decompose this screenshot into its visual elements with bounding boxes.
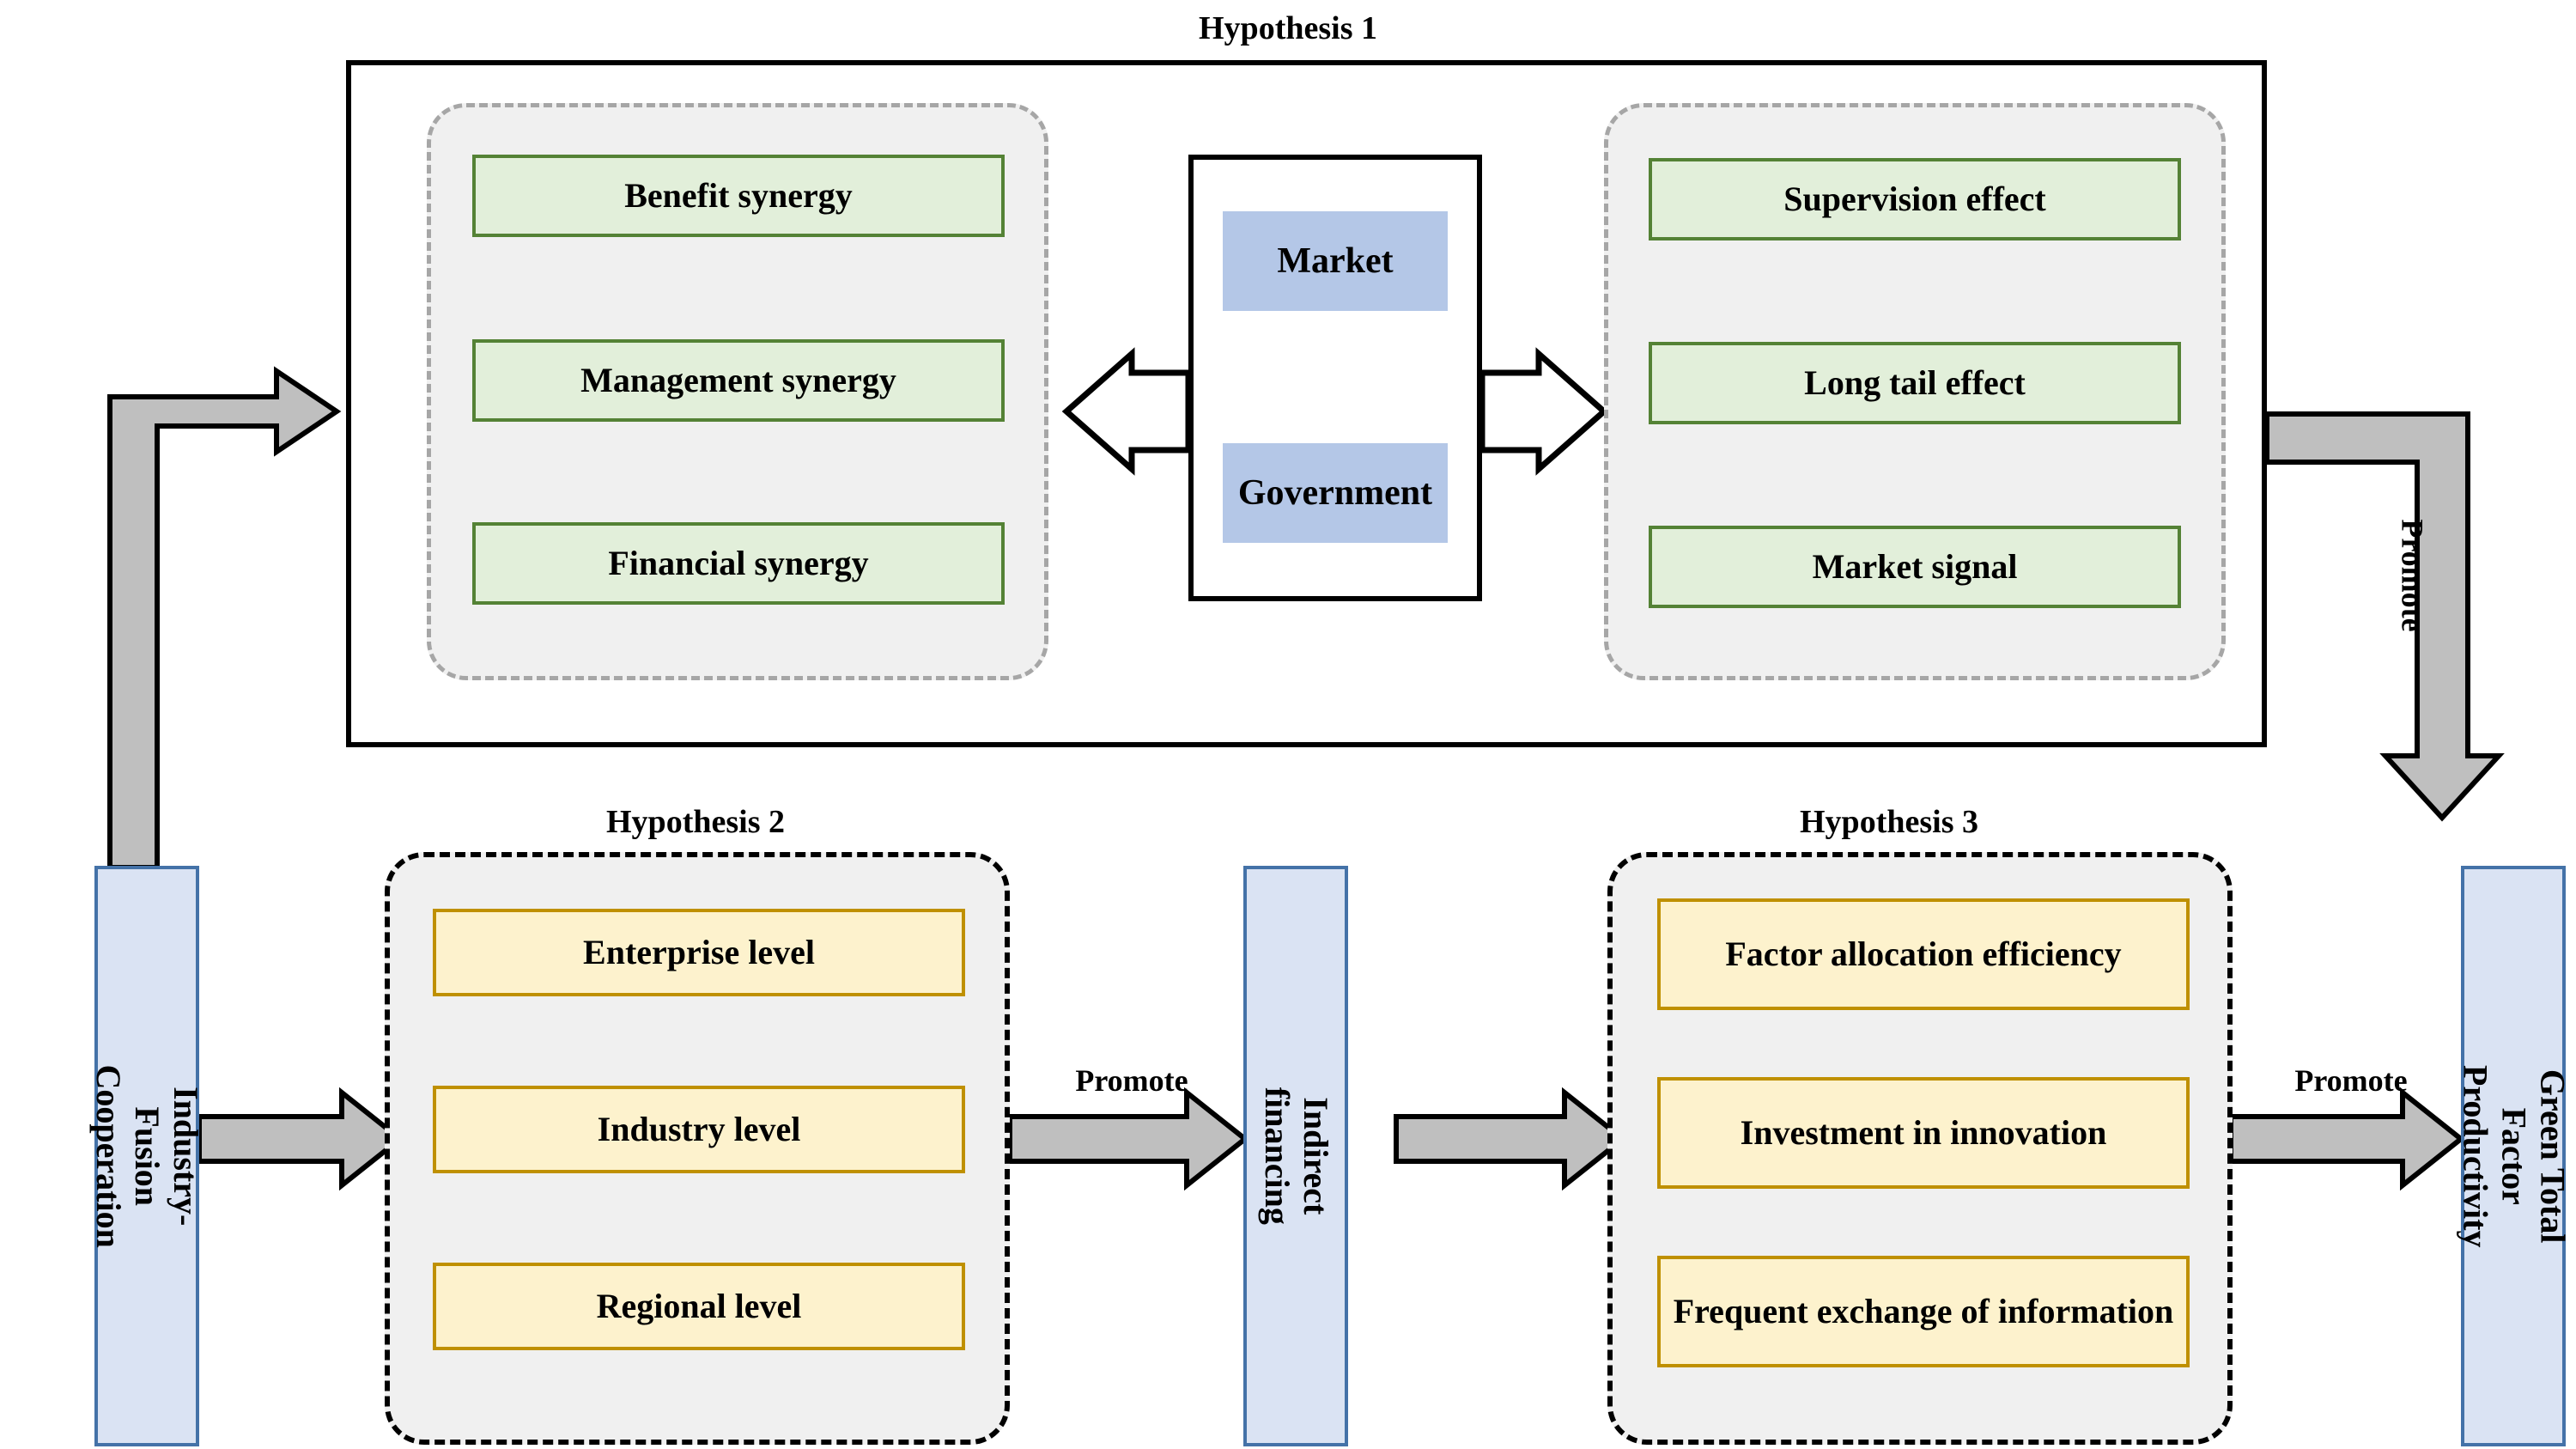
- h2-item-1[interactable]: Industry level: [433, 1086, 965, 1173]
- h2-item-0[interactable]: Enterprise level: [433, 909, 965, 996]
- arrow-h3-to-gtfp: [2228, 1087, 2465, 1191]
- market-government-panel: Market Government: [1188, 155, 1482, 601]
- h1-right-item-0[interactable]: Supervision effect: [1649, 158, 2181, 240]
- arrow-financing-to-h3: [1394, 1087, 1627, 1191]
- arrow-h2-to-financing: [1007, 1087, 1249, 1191]
- hypothesis-1-title: Hypothesis 1: [1199, 10, 1377, 46]
- promote-label-h3-gtfp: Promote: [2294, 1063, 2408, 1098]
- pillar-industry-fusion-cooperation[interactable]: Industry-Fusion Cooperation: [90, 866, 205, 1446]
- market-band: Market: [1223, 211, 1448, 311]
- hypothesis-1-container: [346, 60, 2267, 747]
- pillar-middle-label: Indirect financing: [1258, 1087, 1335, 1226]
- promote-label-h1-gtfp: Promote: [2396, 519, 2430, 632]
- arrow-ifc-to-h2: [197, 1087, 404, 1191]
- pillar-indirect-financing[interactable]: Indirect financing: [1243, 866, 1348, 1446]
- h2-item-2[interactable]: Regional level: [433, 1263, 965, 1350]
- h1-left-item-2[interactable]: Financial synergy: [472, 522, 1005, 605]
- h3-item-0[interactable]: Factor allocation efficiency: [1657, 898, 2190, 1010]
- hypothesis-2-title: Hypothesis 2: [606, 804, 785, 840]
- arrow-ifc-to-h1: [107, 366, 342, 870]
- pillar-right-label: Green Total Factor Productivity: [2456, 1064, 2573, 1248]
- government-band: Government: [1223, 443, 1448, 543]
- h1-left-item-1[interactable]: Management synergy: [472, 339, 1005, 422]
- h3-item-2[interactable]: Frequent exchange of information: [1657, 1256, 2190, 1367]
- h1-right-item-1[interactable]: Long tail effect: [1649, 342, 2181, 424]
- promote-label-h1-gtfp-wrap: Promote: [2318, 481, 2507, 670]
- h3-item-1[interactable]: Investment in innovation: [1657, 1077, 2190, 1189]
- pillar-left-label: Industry-Fusion Cooperation: [89, 1064, 206, 1248]
- h1-left-item-0[interactable]: Benefit synergy: [472, 155, 1005, 237]
- promote-label-h2-financing: Promote: [1075, 1063, 1188, 1098]
- pillar-green-total-factor-productivity[interactable]: Green Total Factor Productivity: [2457, 866, 2572, 1446]
- h1-right-item-2[interactable]: Market signal: [1649, 526, 2181, 608]
- hypothesis-3-title: Hypothesis 3: [1800, 804, 1978, 840]
